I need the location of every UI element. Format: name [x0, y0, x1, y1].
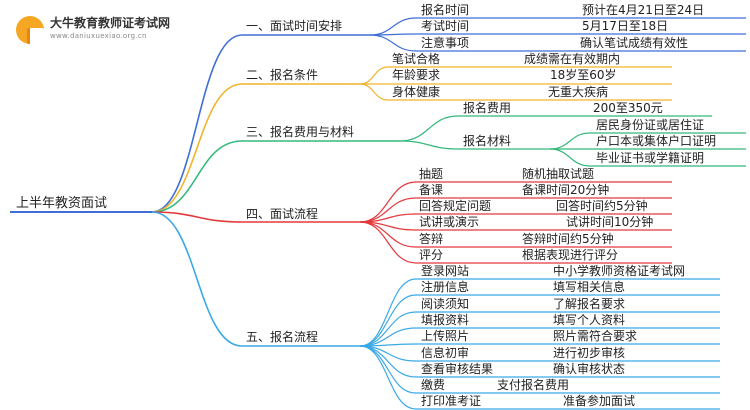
leaf-key: 查看审核结果 — [421, 362, 494, 376]
book-logo-icon — [16, 16, 44, 44]
root-node: 上半年教资面试 — [16, 196, 108, 211]
leaf-value: 无重大疾病 — [548, 85, 609, 99]
leaf-value: 填写相关信息 — [553, 280, 626, 294]
leaf-key: 填报资料 — [421, 313, 470, 327]
branch-label: 二、报名条件 — [246, 68, 319, 82]
leaf-value: 18岁至60岁 — [550, 68, 617, 82]
leaf-value: 户口本或集体户口证明 — [596, 134, 717, 148]
leaf-value: 支付报名费用 — [497, 378, 570, 392]
leaf-key: 身体健康 — [392, 85, 441, 99]
leaf-connector — [359, 66, 389, 85]
branch-connector — [151, 83, 243, 213]
leaf-key: 阅读须知 — [421, 297, 470, 311]
leaf-key: 缴费 — [421, 378, 446, 392]
sub-connector — [549, 132, 591, 150]
leaf-key: 上传照片 — [421, 329, 470, 343]
leaf-connector — [359, 221, 417, 264]
leaf-value: 根据表现进行评分 — [522, 248, 619, 262]
branch-label: 三、报名费用与材料 — [246, 125, 355, 139]
leaf-key: 抽题 — [419, 167, 444, 181]
leaf-key: 回答规定问题 — [419, 199, 492, 213]
leaf-key: 考试时间 — [421, 19, 470, 33]
branch-label: 五、报名流程 — [246, 330, 319, 344]
leaf-key: 报名材料 — [463, 134, 512, 148]
leaf-value: 确认审核状态 — [553, 362, 626, 376]
branch-label: 一、面试时间安排 — [246, 19, 343, 33]
leaf-key: 注册信息 — [421, 280, 470, 294]
leaf-value: 确认笔试成绩有效性 — [580, 36, 689, 50]
leaf-connector — [359, 345, 417, 410]
leaf-value: 回答时间约5分钟 — [556, 199, 648, 213]
leaf-key: 信息初审 — [421, 346, 470, 360]
leaf-key: 登录网站 — [421, 264, 470, 278]
leaf-key: 试讲或演示 — [419, 215, 480, 229]
branch-connector — [151, 34, 243, 213]
leaf-connector — [359, 83, 389, 101]
leaf-key: 注意事项 — [421, 36, 470, 50]
leaf-value: 毕业证书或学籍证明 — [596, 151, 705, 165]
leaf-key: 备课 — [419, 183, 444, 197]
leaf-value: 填写个人资料 — [553, 313, 626, 327]
leaf-value: 答辩时间约5分钟 — [522, 232, 614, 246]
leaf-key: 打印准考证 — [421, 394, 482, 408]
leaf-value: 随机抽取试题 — [522, 167, 595, 181]
leaf-connector — [359, 181, 417, 223]
leaf-value: 预计在4月21日至24日 — [582, 3, 705, 17]
brand-logo: 大牛教育教师证考试网 www.daniuxuexiao.org.cn — [12, 10, 182, 50]
leaf-connector — [369, 34, 417, 52]
sub-connector — [549, 148, 591, 167]
leaf-connector — [359, 294, 417, 347]
leaf-value: 中小学教师资格证考试网 — [553, 264, 686, 278]
leaf-key: 答辩 — [419, 232, 444, 246]
leaf-key: 评分 — [419, 248, 444, 262]
leaf-connector — [399, 140, 459, 150]
leaf-value: 备课时间20分钟 — [522, 183, 610, 197]
logo-title: 大牛教育教师证考试网 — [50, 16, 171, 30]
leaf-key: 年龄要求 — [392, 68, 441, 82]
leaf-connector — [369, 17, 417, 36]
leaf-connector — [399, 115, 459, 142]
leaf-key: 报名费用 — [463, 101, 512, 115]
branch-connector — [151, 211, 243, 223]
leaf-value: 试讲时间10分钟 — [566, 215, 654, 229]
leaf-value: 进行初步审核 — [553, 346, 626, 360]
leaf-key: 笔试合格 — [392, 52, 441, 66]
leaf-value: 5月17日至18日 — [582, 19, 669, 33]
leaf-value: 成绩需在有效期内 — [524, 52, 621, 66]
branch-connector — [151, 211, 243, 347]
leaf-value: 准备参加面试 — [563, 394, 636, 408]
leaf-value: 居民身份证或居住证 — [596, 118, 705, 132]
leaf-value: 200至350元 — [593, 101, 663, 115]
leaf-value: 了解报名要求 — [553, 297, 626, 311]
leaf-value: 照片需符合要求 — [553, 329, 638, 343]
leaf-key: 报名时间 — [421, 3, 470, 17]
branch-connector — [151, 140, 243, 213]
leaf-connector — [359, 278, 417, 347]
leaf-connector — [359, 345, 417, 378]
branch-label: 四、面试流程 — [246, 207, 319, 221]
logo-url: www.daniuxuexiao.org.cn — [50, 32, 147, 40]
